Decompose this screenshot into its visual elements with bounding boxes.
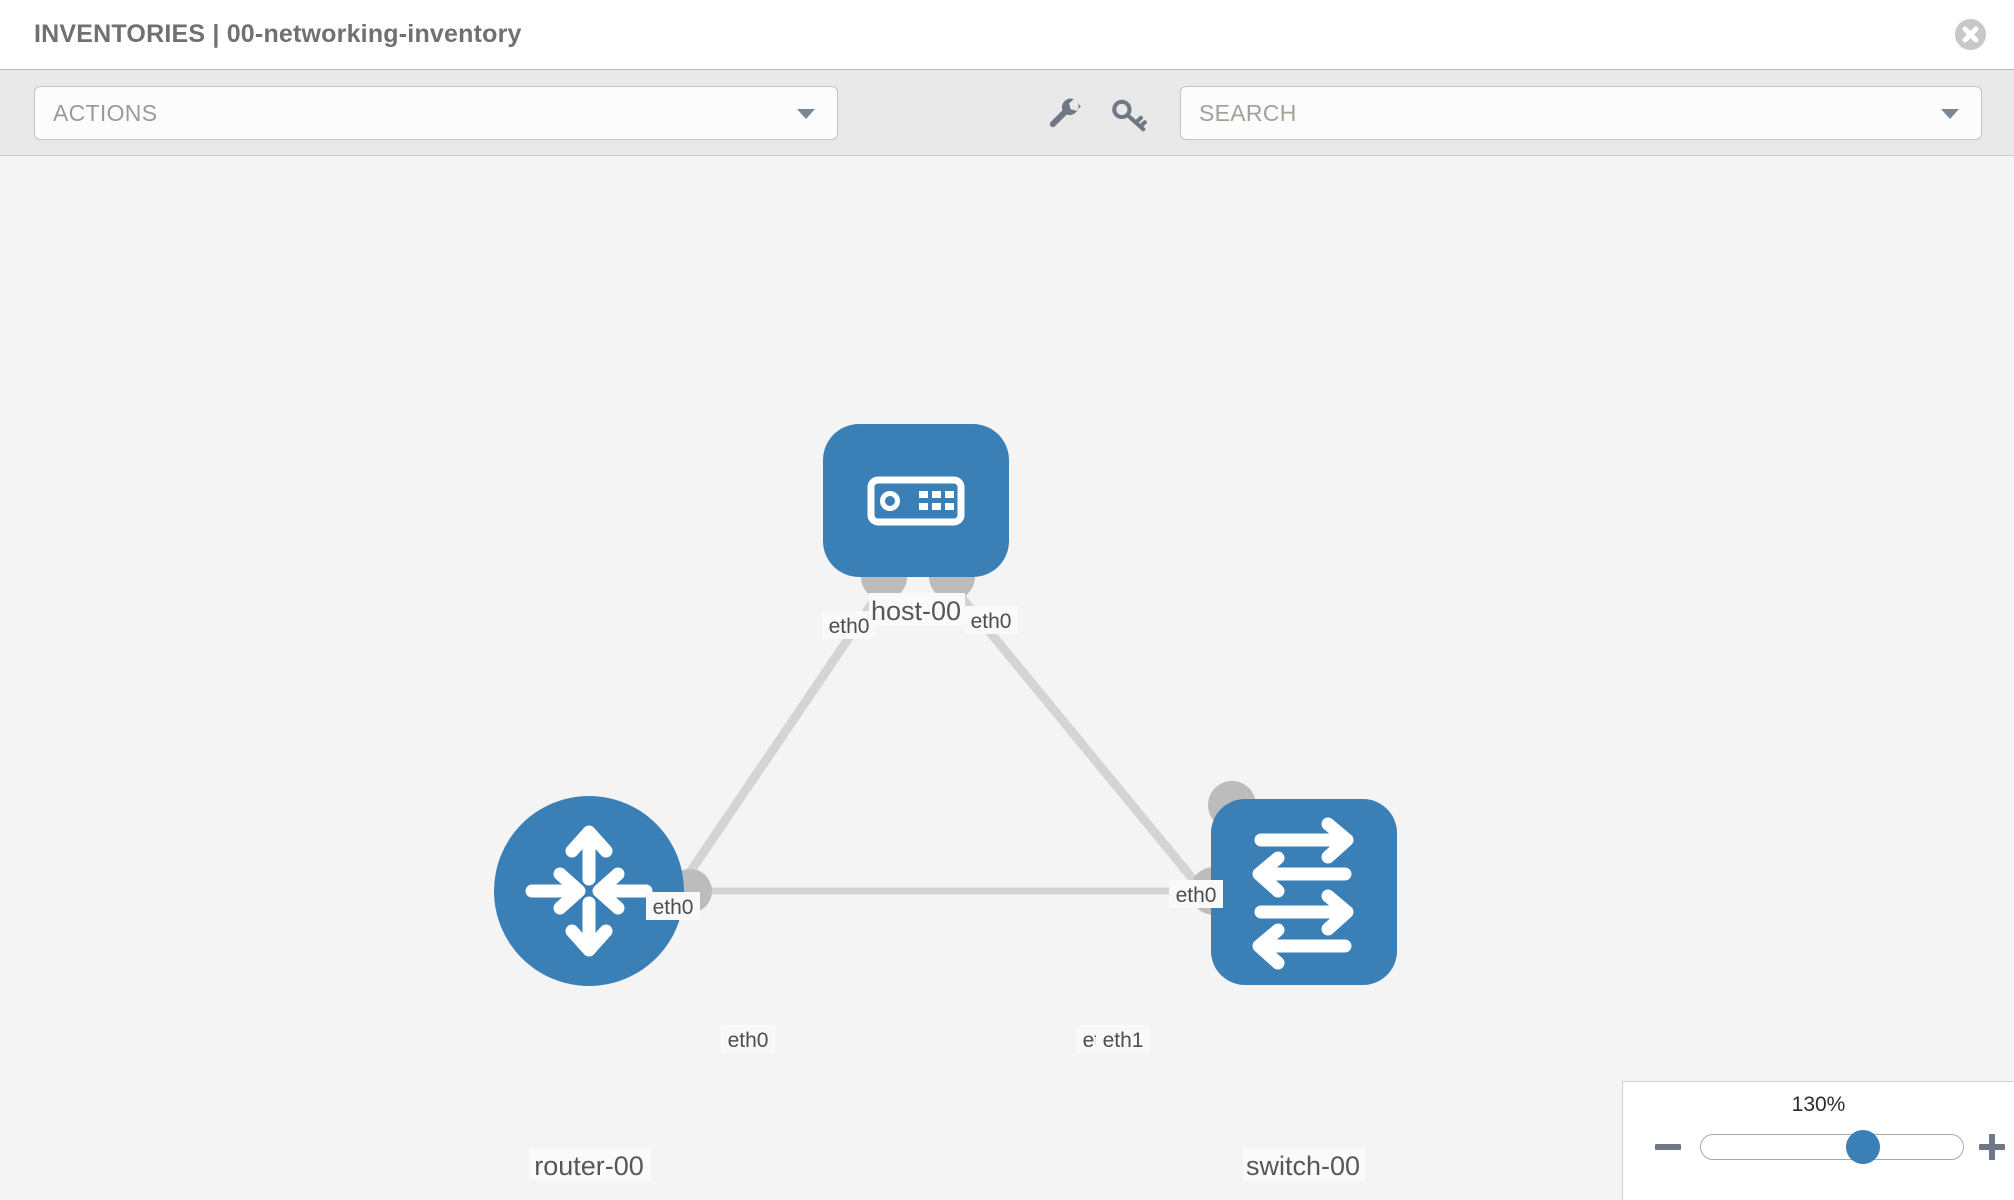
search-input[interactable]: SEARCH [1180,86,1982,140]
topology-canvas[interactable]: eth0 eth0 eth0 eth0 eth0 [0,156,2014,1200]
node-router-00[interactable] [494,796,684,986]
topology-graph: eth0 eth0 eth0 eth0 eth0 [494,424,1397,1181]
interface-label: eth0 [964,606,1018,634]
router-arrows-icon [525,825,653,957]
wrench-icon[interactable] [1046,96,1084,134]
interface-label-text: eth0 [1176,884,1217,907]
interface-label: eth0 [721,1025,775,1053]
node-label-text: router-00 [534,1151,644,1181]
zoom-slider-track[interactable] [1700,1130,1964,1164]
node-label-text: host-00 [871,596,961,626]
node-label-text: switch-00 [1246,1151,1360,1181]
switch-arrows-icon [1252,817,1354,970]
server-icon [867,476,965,526]
chevron-down-icon [797,109,815,119]
interface-label-text: eth0 [971,610,1012,633]
search-placeholder: SEARCH [1199,99,1297,126]
actions-dropdown[interactable]: ACTIONS [34,86,838,140]
zoom-slider-handle[interactable] [1846,1130,1881,1164]
interface-label: eth0 [822,611,876,639]
interface-label-text: eth1 [1103,1029,1144,1052]
zoom-control-panel: 130% [1622,1081,2014,1200]
node-label-host-00: host-00 [869,593,965,626]
interface-label: eth1 [1096,1025,1150,1053]
zoom-in-button[interactable] [1974,1129,2010,1165]
actions-dropdown-label: ACTIONS [53,99,158,126]
page-title: INVENTORIES | 00-networking-inventory [34,20,522,48]
zoom-percent-label: 130% [1791,1093,1846,1116]
interface-label-text: eth0 [829,615,870,638]
node-label-router-00: router-00 [529,1148,651,1181]
node-host-00[interactable] [823,424,1009,577]
topology-links [636,583,1252,949]
close-icon[interactable] [1955,19,1986,50]
chevron-down-icon [1941,109,1959,119]
zoom-slider-row [1623,1129,2014,1165]
interface-label: eth0 [1169,880,1223,908]
interface-label: eth0 [646,892,700,920]
interface-labels: eth0 eth0 eth0 eth0 eth0 [646,606,1223,1053]
node-labels: host-00 router-00 switch-00 [529,593,1365,1181]
interface-label-text: eth0 [653,896,694,919]
node-switch-00[interactable] [1211,799,1397,985]
toolbar: ACTIONS SEARCH [0,69,2014,156]
interface-label-text: eth0 [728,1029,769,1052]
key-icon[interactable] [1110,96,1148,134]
node-label-switch-00: switch-00 [1243,1148,1365,1181]
zoom-out-button[interactable] [1650,1129,1686,1165]
page-header: INVENTORIES | 00-networking-inventory [0,0,2014,69]
